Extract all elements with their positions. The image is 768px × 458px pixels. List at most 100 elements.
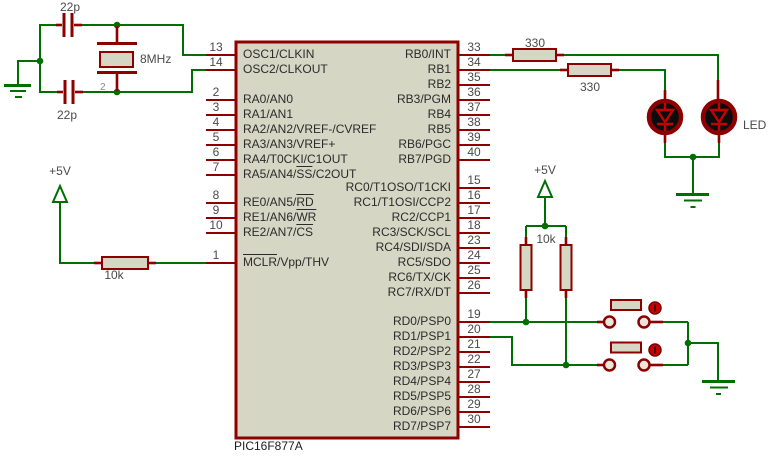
pin-9-number: 9	[212, 203, 220, 217]
pin-14-lead	[206, 69, 236, 71]
pin-9-lead	[206, 217, 236, 219]
resistor-mclr-value: 10k	[104, 268, 124, 282]
pin-19-name: RD0/PSP0	[392, 314, 451, 328]
pin-39-name: RB6/PGC	[398, 137, 451, 151]
capacitor-c2-value: 22p	[56, 108, 78, 122]
wire-net-oscillator	[17, 21, 206, 96]
pin-30-name: RD7/PSP7	[392, 419, 451, 433]
pin-3-number: 3	[212, 100, 220, 114]
pin-21-name: RD2/PSP2	[392, 344, 451, 358]
pin-34-lead	[458, 69, 490, 71]
pin-17-lead	[458, 217, 490, 219]
pin-25-name: RC6/TX/CK	[388, 270, 451, 284]
pin-29-name: RD6/PSP6	[392, 404, 451, 418]
capacitor-c1-value: 22p	[59, 0, 81, 14]
pin-17-number: 17	[467, 203, 481, 217]
resistor-pullup-value: 10k	[536, 232, 556, 246]
power-label-pullup: +5V	[534, 163, 556, 177]
pin-7-name: RA5/AN4/SS/C2OUT	[243, 167, 357, 181]
pin-26-name: RC7/RX/DT	[387, 285, 451, 299]
pin-9-name: RE1/AN6/WR	[243, 210, 317, 224]
crystal-symbol[interactable]	[97, 26, 137, 91]
pin-29-lead	[458, 411, 490, 413]
pin-6-name: RA4/T0CKI/C1OUT	[243, 152, 348, 166]
pin-14-name: OSC2/CLKOUT	[243, 62, 328, 76]
resistor-led1[interactable]	[505, 48, 564, 62]
pin-40-number: 40	[467, 145, 481, 159]
pin-20-number: 20	[467, 322, 481, 336]
pin-24-name: RC5/SDO	[397, 255, 451, 269]
ground-led-icon[interactable]	[676, 193, 709, 208]
resistor-led2-value: 330	[579, 80, 601, 94]
pin-1-number: 1	[212, 248, 220, 262]
pin-28-lead	[458, 396, 490, 398]
pin-38-name: RB5	[427, 122, 451, 136]
ground-crystal-icon[interactable]	[4, 84, 31, 98]
pin-22-number: 22	[467, 352, 481, 366]
pin-14-number: 14	[209, 55, 223, 69]
pin-17-name: RC2/CCP1	[391, 210, 451, 224]
pin-36-name: RB3/PGM	[396, 92, 451, 106]
pin-13-name: OSC1/CLKIN	[243, 47, 315, 61]
pin-16-number: 16	[467, 188, 481, 202]
pin-23-name: RC4/SDI/SDA	[375, 240, 451, 254]
capacitor-c2[interactable]	[57, 80, 83, 104]
pin-35-lead	[458, 84, 490, 86]
pin-10-number: 10	[209, 218, 223, 232]
pin-10-lead	[206, 232, 236, 234]
pin-18-lead	[458, 232, 490, 234]
pin-34-number: 34	[467, 55, 481, 69]
pin-20-name: RD1/PSP1	[392, 329, 451, 343]
pin-39-lead	[458, 144, 490, 146]
pin-4-lead	[206, 129, 236, 131]
pushbutton-1[interactable]	[597, 299, 663, 329]
pin-37-lead	[458, 114, 490, 116]
pin-19-number: 19	[467, 307, 481, 321]
power-flag-pullup-icon[interactable]	[536, 178, 554, 198]
pin-33-number: 33	[467, 40, 481, 54]
pin-26-lead	[458, 292, 490, 294]
pin-40-lead	[458, 159, 490, 161]
wire-net-mclr	[59, 202, 206, 264]
ground-button-icon[interactable]	[702, 380, 735, 395]
stray-glyph: 2	[100, 82, 106, 93]
pin-2-lead	[206, 99, 236, 101]
pin-37-name: RB4	[427, 107, 451, 121]
pin-36-number: 36	[467, 85, 481, 99]
pin-13-number: 13	[209, 40, 223, 54]
pushbutton-2[interactable]	[597, 341, 663, 372]
pin-8-lead	[206, 202, 236, 204]
pin-25-lead	[458, 277, 490, 279]
pin-13-lead	[206, 54, 236, 56]
pin-23-number: 23	[467, 233, 481, 247]
led-2[interactable]	[700, 80, 738, 143]
pin-19-lead	[458, 321, 490, 323]
pin-3-lead	[206, 114, 236, 116]
pin-33-name: RB0/INT	[404, 47, 451, 61]
pin-23-lead	[458, 247, 490, 249]
pin-21-lead	[458, 351, 490, 353]
pin-30-lead	[458, 426, 490, 428]
resistor-led2[interactable]	[560, 63, 619, 77]
pin-4-name: RA2/AN2/VREF-/CVREF	[243, 122, 377, 136]
pin-28-number: 28	[467, 382, 481, 396]
resistor-pullup2[interactable]	[559, 237, 573, 298]
capacitor-c1[interactable]	[56, 13, 82, 37]
led-group-label: LED	[743, 118, 767, 132]
pin-18-name: RC3/SCK/SCL	[372, 225, 451, 239]
pin-27-name: RD4/PSP4	[392, 374, 451, 388]
chip-body[interactable]	[234, 40, 460, 440]
resistor-pullup1[interactable]	[519, 237, 533, 298]
pin-37-number: 37	[467, 100, 481, 114]
led-1[interactable]	[646, 90, 684, 143]
power-flag-mclr-icon[interactable]	[51, 183, 69, 203]
pin-5-number: 5	[212, 130, 220, 144]
pin-36-lead	[458, 99, 490, 101]
pin-15-lead	[458, 187, 490, 189]
pin-5-name: RA3/AN3/VREF+	[243, 137, 336, 151]
pin-4-number: 4	[212, 115, 220, 129]
pin-2-number: 2	[212, 85, 220, 99]
pin-18-number: 18	[467, 218, 481, 232]
resistor-mclr[interactable]	[94, 256, 156, 270]
pin-29-number: 29	[467, 397, 481, 411]
